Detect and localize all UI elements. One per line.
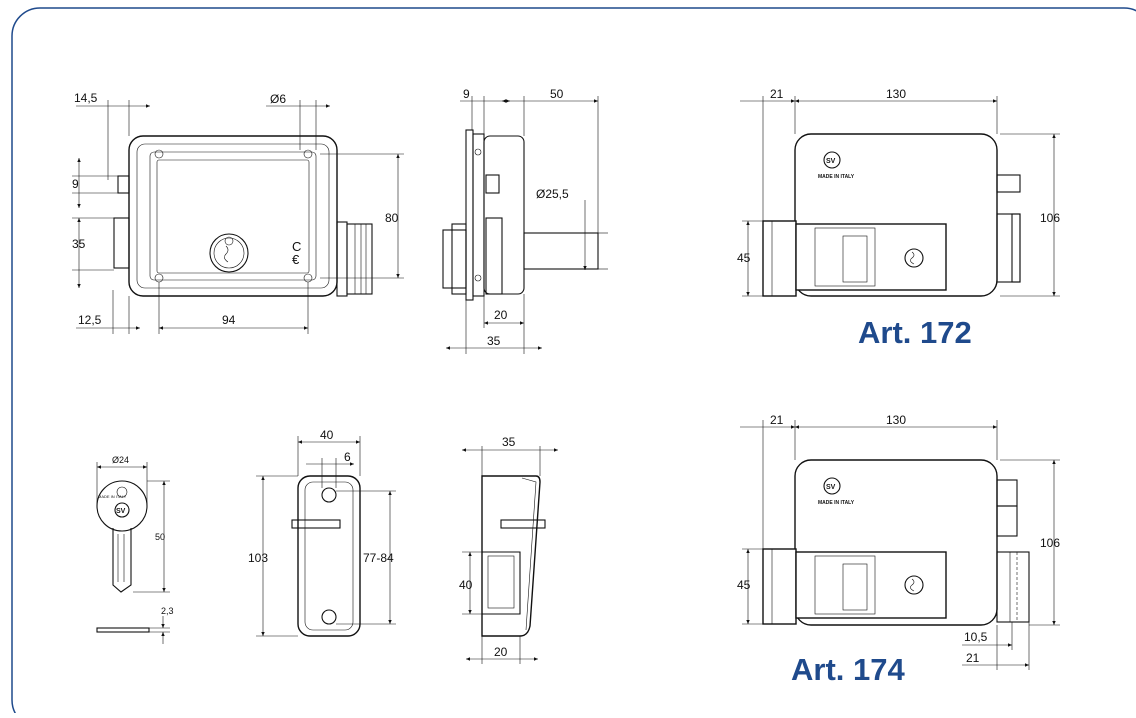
art174-dim-21b: 21 xyxy=(966,651,980,665)
art172-drawing: SV MADE IN ITALY 21 130 45 106 Art. 172 xyxy=(737,87,1060,350)
key-dim-phi24: Ø24 xyxy=(112,455,129,465)
plate-front: 40 6 103 77-84 xyxy=(248,428,396,637)
side-view: 9 50 Ø25,5 20 35 xyxy=(442,87,608,354)
plate-dim-6: 6 xyxy=(344,450,351,464)
dim-phi25-5: Ø25,5 xyxy=(536,187,569,201)
art174-drawing: SV MADE IN ITALY 21 130 45 106 10,5 21 A… xyxy=(737,413,1060,687)
page-frame xyxy=(11,7,1136,718)
key-drawing: SV MADE IN ITALY Ø24 50 2,3 xyxy=(96,455,174,644)
art172-dim-21: 21 xyxy=(770,87,784,101)
svg-text:SV: SV xyxy=(826,158,836,165)
art172-dim-106: 106 xyxy=(1040,211,1060,225)
dim-12-5: 12,5 xyxy=(78,313,102,327)
art174-dim-45: 45 xyxy=(737,578,751,592)
plate-dim-77-84: 77-84 xyxy=(363,551,394,565)
dim-9: 9 xyxy=(72,177,79,191)
side-dim-20: 20 xyxy=(494,308,508,322)
svg-text:SV: SV xyxy=(826,484,836,491)
art172-dim-45: 45 xyxy=(737,251,751,265)
art174-dim-10-5: 10,5 xyxy=(964,630,988,644)
art172-brand: MADE IN ITALY xyxy=(818,174,855,180)
key-dim-2-3: 2,3 xyxy=(161,606,174,616)
dim-phi6: Ø6 xyxy=(270,92,286,106)
svg-text:€: € xyxy=(292,252,300,267)
key-stamp: MADE IN ITALY xyxy=(98,494,127,499)
art172-dim-130: 130 xyxy=(886,87,906,101)
art174-label: Art. 174 xyxy=(791,652,905,687)
ce-mark: C xyxy=(292,239,301,254)
art174-dim-21: 21 xyxy=(770,413,784,427)
dim-94: 94 xyxy=(222,313,236,327)
side-dim-50: 50 xyxy=(550,87,564,101)
key-dim-50: 50 xyxy=(155,532,165,542)
front-view: C € 14,5 Ø6 9 35 80 12,5 xyxy=(72,91,404,334)
plate-side-dim-20: 20 xyxy=(494,645,508,659)
dim-80: 80 xyxy=(385,211,399,225)
plate-side: 35 40 20 xyxy=(459,435,558,664)
dim-35: 35 xyxy=(72,237,86,251)
side-dim-35: 35 xyxy=(487,334,501,348)
plate-side-dim-40: 40 xyxy=(459,578,473,592)
plate-side-dim-35: 35 xyxy=(502,435,516,449)
dim-14-5: 14,5 xyxy=(74,91,98,105)
art172-label: Art. 172 xyxy=(858,315,972,350)
art174-dim-106: 106 xyxy=(1040,536,1060,550)
svg-text:SV: SV xyxy=(116,508,126,515)
art174-brand: MADE IN ITALY xyxy=(818,500,855,506)
art174-dim-130: 130 xyxy=(886,413,906,427)
side-dim-9: 9 xyxy=(463,87,470,101)
plate-dim-103: 103 xyxy=(248,551,268,565)
plate-dim-40: 40 xyxy=(320,428,334,442)
